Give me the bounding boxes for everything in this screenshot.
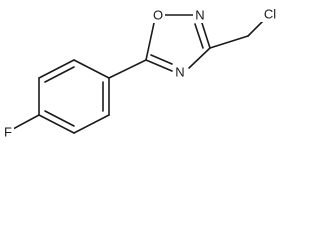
- atom-chlorine: Cl: [259, 6, 281, 22]
- bond-ph-double-b: [44, 110, 75, 127]
- molecule-structure: O N N Cl F: [2, 6, 281, 140]
- bond-ph4-ph5: [38, 114, 75, 134]
- atom-oxygen: O: [151, 7, 165, 23]
- atom-fluorine: F: [2, 124, 14, 140]
- atom-labels: O N N Cl F: [2, 6, 281, 140]
- bond-c3-n4: [188, 47, 211, 69]
- bond-n2-c3: [200, 19, 211, 49]
- bond-n4-c5-double: [150, 54, 173, 65]
- bond-c3-ch2: [209, 35, 249, 49]
- fluorine-label: F: [4, 125, 12, 140]
- chlorine-label: Cl: [264, 7, 276, 22]
- bond-ph5-ph6: [73, 114, 110, 134]
- bond-n4-c5: [145, 59, 173, 72]
- bonds: [12, 14, 264, 134]
- bond-c5-phenyl: [108, 59, 147, 79]
- bond-ch2-cl: [247, 20, 264, 37]
- nitrogen-2-label: N: [195, 8, 204, 23]
- atom-n4: N: [173, 64, 187, 80]
- bond-c5-o1: [145, 22, 155, 61]
- bond-ph-double-a: [44, 66, 75, 83]
- structure-canvas: O N N Cl F: [2, 6, 281, 140]
- bond-n2-c3-double: [194, 23, 204, 49]
- bond-ph2-ph3: [38, 59, 75, 79]
- oxygen-label: O: [153, 8, 163, 23]
- nitrogen-4-label: N: [175, 65, 184, 80]
- bond-ph1-ph2: [73, 59, 110, 79]
- atom-n2: N: [193, 7, 207, 23]
- bond-ph4-f: [12, 114, 40, 130]
